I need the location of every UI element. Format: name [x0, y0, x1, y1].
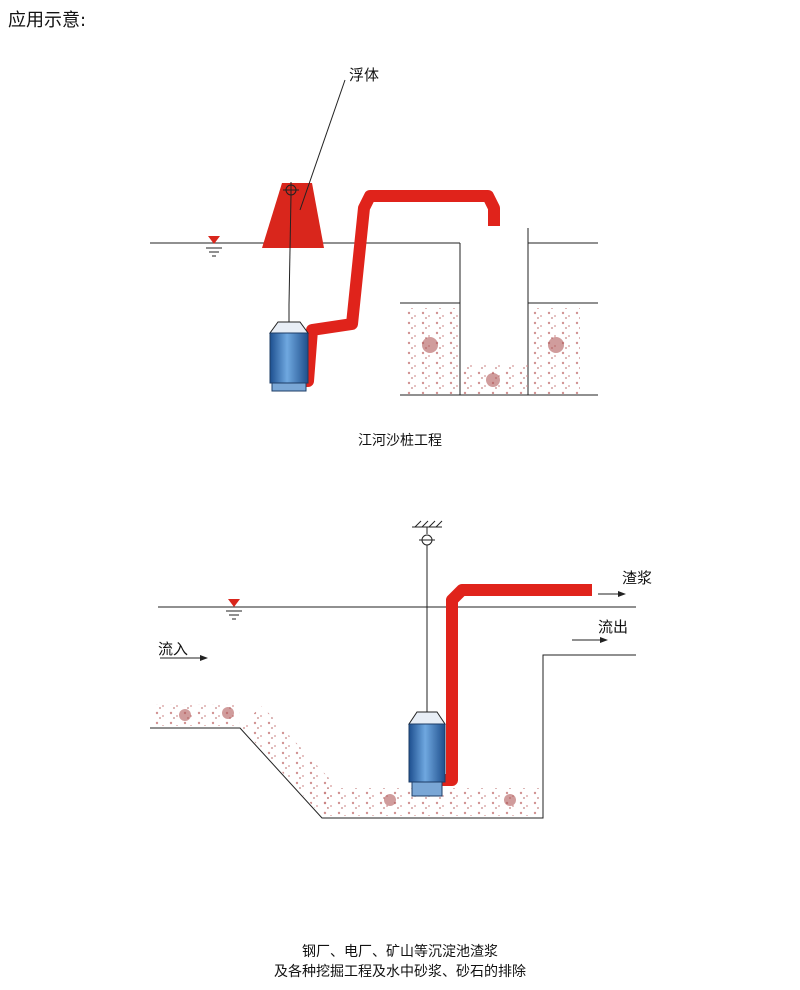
d1-sediment	[402, 308, 580, 394]
d2-outflow-arrow-icon	[572, 637, 608, 643]
d1-float-leader	[299, 79, 346, 211]
d2-pump	[408, 711, 446, 797]
d1-pump	[269, 305, 309, 392]
diagram2	[150, 520, 636, 819]
d1-float-body	[262, 183, 324, 248]
d2-sediment	[152, 704, 540, 816]
d2-caption-line1: 钢厂、电厂、矿山等沉淀池渣浆	[302, 944, 498, 960]
diagram1	[150, 79, 598, 396]
d2-pit-outline	[150, 654, 636, 819]
d1-caption: 江河沙桩工程	[358, 433, 442, 449]
page-heading: 应用示意:	[8, 10, 87, 31]
d2-water-level-icon	[226, 599, 242, 620]
d2-outflow-label: 流出	[598, 618, 629, 636]
d1-float-label: 浮体	[349, 66, 380, 84]
d1-water-level-icon	[206, 236, 222, 257]
d2-hanger-icon	[412, 520, 443, 546]
d2-caption-line2: 及各种挖掘工程及水中砂浆、砂石的排除	[274, 964, 526, 980]
d2-caption: 钢厂、电厂、矿山等沉淀池渣浆 及各种挖掘工程及水中砂浆、砂石的排除	[0, 942, 800, 982]
d1-discharge-pipe	[282, 190, 500, 387]
d2-inflow-arrow-icon	[160, 655, 208, 661]
d2-slurry-label: 渣浆	[622, 569, 653, 587]
d1-rope	[288, 194, 292, 306]
d2-slurry-arrow-icon	[598, 591, 626, 597]
d2-discharge-pipe	[438, 584, 592, 786]
d2-inflow-label: 流入	[158, 640, 189, 658]
